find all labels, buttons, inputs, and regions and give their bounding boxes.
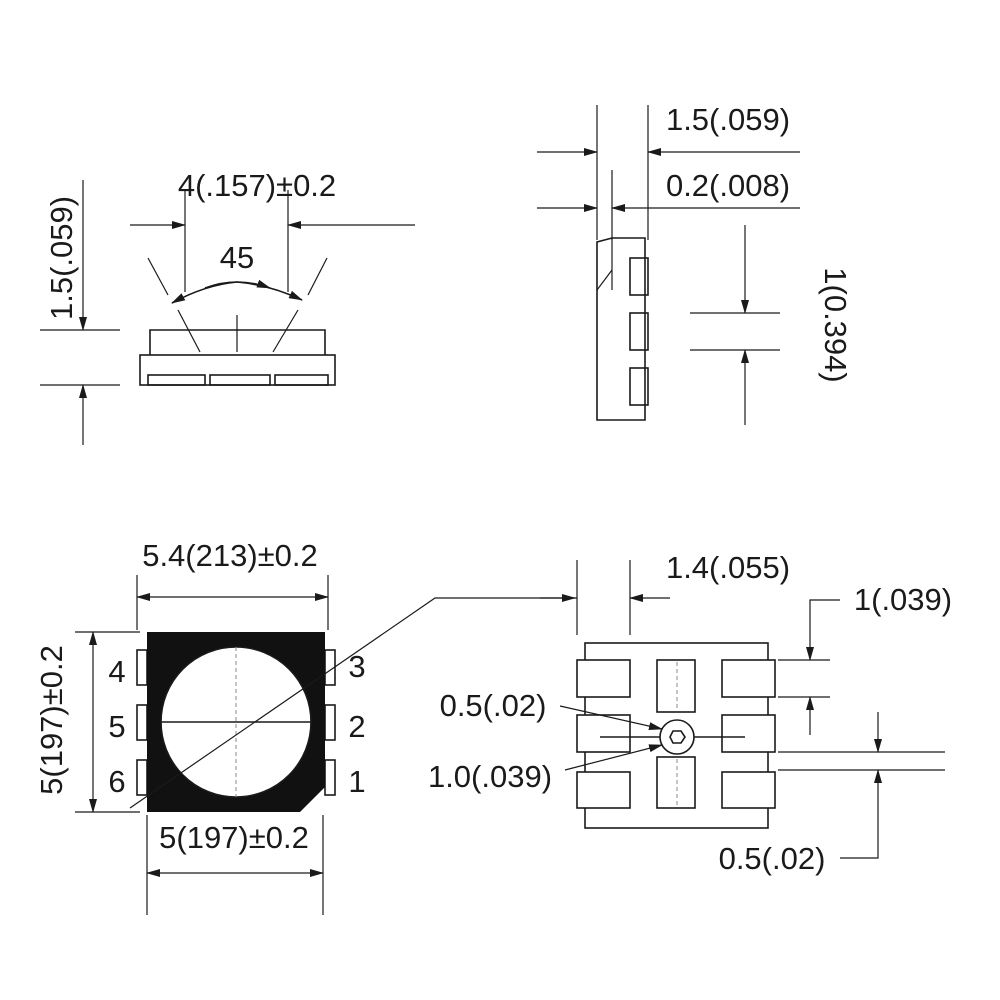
center-hex — [669, 730, 686, 744]
pin-2: 2 — [348, 709, 365, 744]
pad-spacing-label: 1.4(.055) — [666, 550, 790, 585]
pad-height-label: 1(.039) — [854, 582, 952, 617]
body-width-label: 5(197)±0.2 — [159, 820, 309, 855]
side-pad-gap-label: 1(0.394) — [818, 267, 853, 382]
front-view: 45 4(.157)±0.2 1.5(.059) — [40, 168, 415, 445]
front-height-label: 1.5(.059) — [44, 196, 79, 320]
pad-gap-label: 0.5(.02) — [719, 841, 826, 876]
top-view: 4 5 6 3 2 1 5.4(213)±0.2 5(197)±0.2 5(19… — [34, 538, 576, 915]
pad — [209, 374, 271, 386]
leader-line — [129, 594, 576, 809]
pad — [629, 257, 649, 296]
pin-4: 4 — [108, 654, 125, 689]
side-body — [596, 237, 646, 421]
pad — [147, 374, 206, 386]
inner-dim-label: 0.5(.02) — [440, 688, 547, 723]
pin-1: 1 — [348, 764, 365, 799]
side-lip-label: 0.2(.008) — [666, 168, 790, 203]
top-height-label: 5(197)±0.2 — [34, 645, 69, 795]
pad — [274, 374, 329, 386]
circle-dim-label: 1.0(.039) — [428, 759, 552, 794]
pad — [629, 367, 649, 406]
package-base — [139, 354, 336, 386]
pin-6: 6 — [108, 764, 125, 799]
front-width-label: 4(.157)±0.2 — [178, 168, 336, 203]
side-view: 1.5(.059) 0.2(.008) 1(0.394) — [537, 102, 853, 425]
center-circle — [659, 719, 695, 755]
pad — [629, 312, 649, 351]
pin-3: 3 — [348, 649, 365, 684]
top-width-label: 5.4(213)±0.2 — [142, 538, 318, 573]
side-thickness-label: 1.5(.059) — [666, 102, 790, 137]
angle-label: 45 — [220, 240, 254, 275]
pin-5: 5 — [108, 709, 125, 744]
footprint-view: 1.4(.055) 1(.039) 0.5(.02) 0.5(.02) 1.0(… — [428, 550, 952, 876]
